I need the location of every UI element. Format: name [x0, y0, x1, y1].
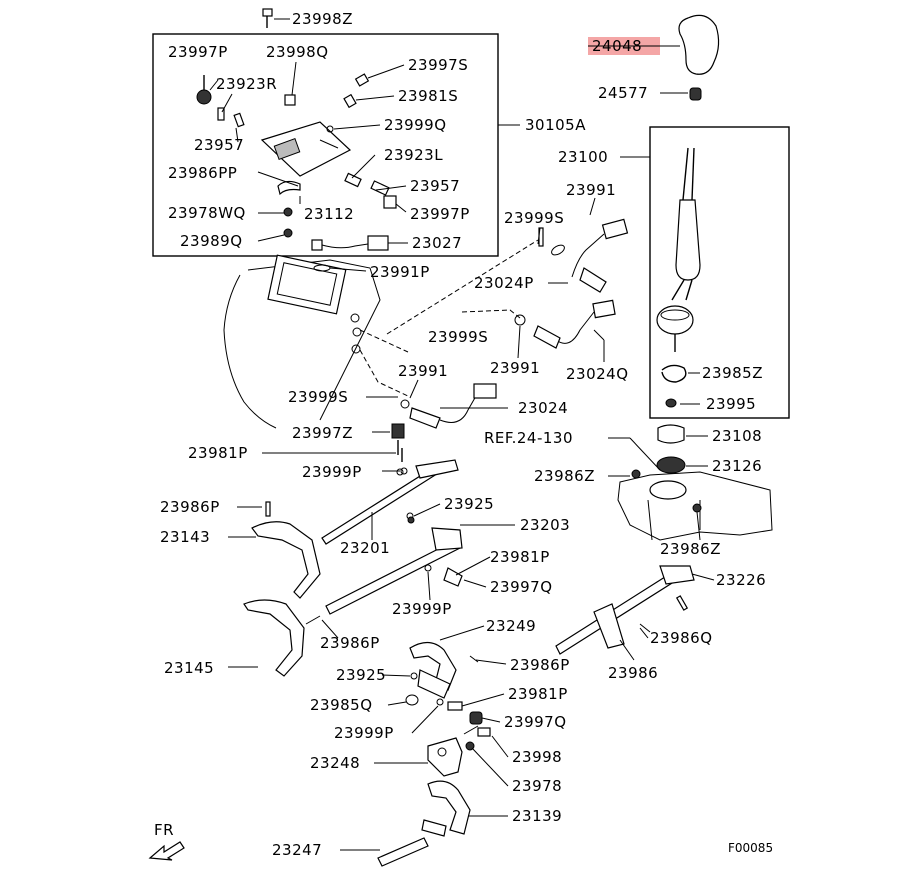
- label-23201: 23201: [340, 539, 390, 557]
- fork-23139: [421, 780, 471, 837]
- label-23986P-b: 23986P: [320, 634, 380, 652]
- label-23998Q: 23998Q: [266, 43, 329, 61]
- label-23978WQ: 23978WQ: [168, 204, 246, 222]
- label-23247: 23247: [272, 841, 322, 859]
- shift-rail-23201: [321, 423, 459, 545]
- label-23112: 23112: [304, 205, 354, 223]
- label-23957-a: 23957: [194, 136, 244, 154]
- label-23024P: 23024P: [474, 274, 534, 292]
- label-23997P-b: 23997P: [410, 205, 470, 223]
- front-label: FR: [154, 821, 174, 839]
- transmission-case: [223, 254, 381, 429]
- label-23985Q: 23985Q: [310, 696, 373, 714]
- label-23226: 23226: [716, 571, 766, 589]
- label-23923L: 23923L: [384, 146, 443, 164]
- label-23203: 23203: [520, 516, 570, 534]
- label-23981S: 23981S: [398, 87, 458, 105]
- lever-23226: [555, 565, 695, 655]
- label-23027: 23027: [412, 234, 462, 252]
- label-23998: 23998: [512, 748, 562, 766]
- label-23925-a: 23925: [444, 495, 494, 513]
- label-23995: 23995: [706, 395, 756, 413]
- label-23024Q: 23024Q: [566, 365, 629, 383]
- label-30105A: 30105A: [525, 116, 586, 134]
- label-23986Z: 23986Z: [534, 467, 595, 485]
- ball-23925: [407, 516, 415, 524]
- dashed-leader-3: [359, 349, 409, 397]
- label-24577: 24577: [598, 84, 648, 102]
- label-23991-b: 23991: [490, 359, 540, 377]
- nut-24577: [689, 87, 702, 101]
- label-23139: 23139: [512, 807, 562, 825]
- label-23923R: 23923R: [216, 75, 277, 93]
- label-23957-b: 23957: [410, 177, 460, 195]
- bushing-23108: [657, 424, 685, 444]
- label-23991-c: 23991: [398, 362, 448, 380]
- label-23981P-c: 23981P: [508, 685, 568, 703]
- label-23126: 23126: [712, 457, 762, 475]
- front-direction-arrow: [148, 841, 185, 861]
- label-23100: 23100: [558, 148, 608, 166]
- label-23248: 23248: [310, 754, 360, 772]
- label-23991-a: 23991: [566, 181, 616, 199]
- lever-housing: [617, 469, 773, 541]
- label-23997S: 23997S: [408, 56, 468, 74]
- block-23248: [427, 725, 491, 777]
- label-23925-b: 23925: [336, 666, 386, 684]
- label-ref-24-130: REF.24-130: [484, 429, 573, 447]
- label-23999S-c: 23999S: [288, 388, 348, 406]
- leader-lines: [209, 18, 715, 851]
- label-23986PP: 23986PP: [168, 164, 237, 182]
- spring-23126: [656, 456, 686, 474]
- group-box-30105A: [152, 33, 499, 257]
- label-23985Z: 23985Z: [702, 364, 763, 382]
- sensor-23024Q: [514, 299, 616, 349]
- label-23249: 23249: [486, 617, 536, 635]
- label-23986P-c: 23986P: [510, 656, 570, 674]
- label-23999P-c: 23999P: [334, 724, 394, 742]
- label-23986: 23986: [608, 664, 658, 682]
- label-23981P-b: 23981P: [490, 548, 550, 566]
- ball-23999P: [400, 467, 408, 475]
- label-23989Q: 23989Q: [180, 232, 243, 250]
- dashed-leader-1: [386, 239, 539, 335]
- label-23999Q: 23999Q: [384, 116, 447, 134]
- dashed-leader-4: [461, 309, 521, 319]
- label-23145: 23145: [164, 659, 214, 677]
- label-23991P: 23991P: [370, 263, 430, 281]
- label-24048: 24048: [592, 37, 642, 55]
- label-23999P-b: 23999P: [392, 600, 452, 618]
- label-23997Q-b: 23997Q: [504, 713, 567, 731]
- label-23108: 23108: [712, 427, 762, 445]
- figure-code: F00085: [728, 841, 773, 855]
- sensor-23024P: [538, 218, 629, 293]
- shift-knob-24048: [678, 14, 720, 75]
- label-23143: 23143: [160, 528, 210, 546]
- label-23997Z: 23997Z: [292, 424, 353, 442]
- label-23999S-b: 23999S: [428, 328, 488, 346]
- fork-23249: [405, 641, 483, 725]
- label-23986Q: 23986Q: [650, 629, 713, 647]
- label-23998Z: 23998Z: [292, 10, 353, 28]
- group-box-23100: [649, 126, 790, 419]
- label-23978: 23978: [512, 777, 562, 795]
- dashed-leader-2: [359, 329, 409, 353]
- label-23999S-a: 23999S: [504, 209, 564, 227]
- fork-23143: [251, 501, 321, 599]
- sensor-23024: [400, 383, 497, 429]
- label-23986P-a: 23986P: [160, 498, 220, 516]
- label-23981P: 23981P: [188, 444, 248, 462]
- label-23024: 23024: [518, 399, 568, 417]
- shift-rail-23203: [325, 512, 463, 615]
- bolt-23998Z: [262, 8, 273, 28]
- label-23997Q: 23997Q: [490, 578, 553, 596]
- label-23999P-a: 23999P: [302, 463, 362, 481]
- rod-23247: [377, 837, 429, 867]
- shift-lever-23100: [656, 147, 701, 408]
- fork-23145: [243, 599, 321, 677]
- label-23986Z-b: 23986Z: [660, 540, 721, 558]
- label-23997P: 23997P: [168, 43, 228, 61]
